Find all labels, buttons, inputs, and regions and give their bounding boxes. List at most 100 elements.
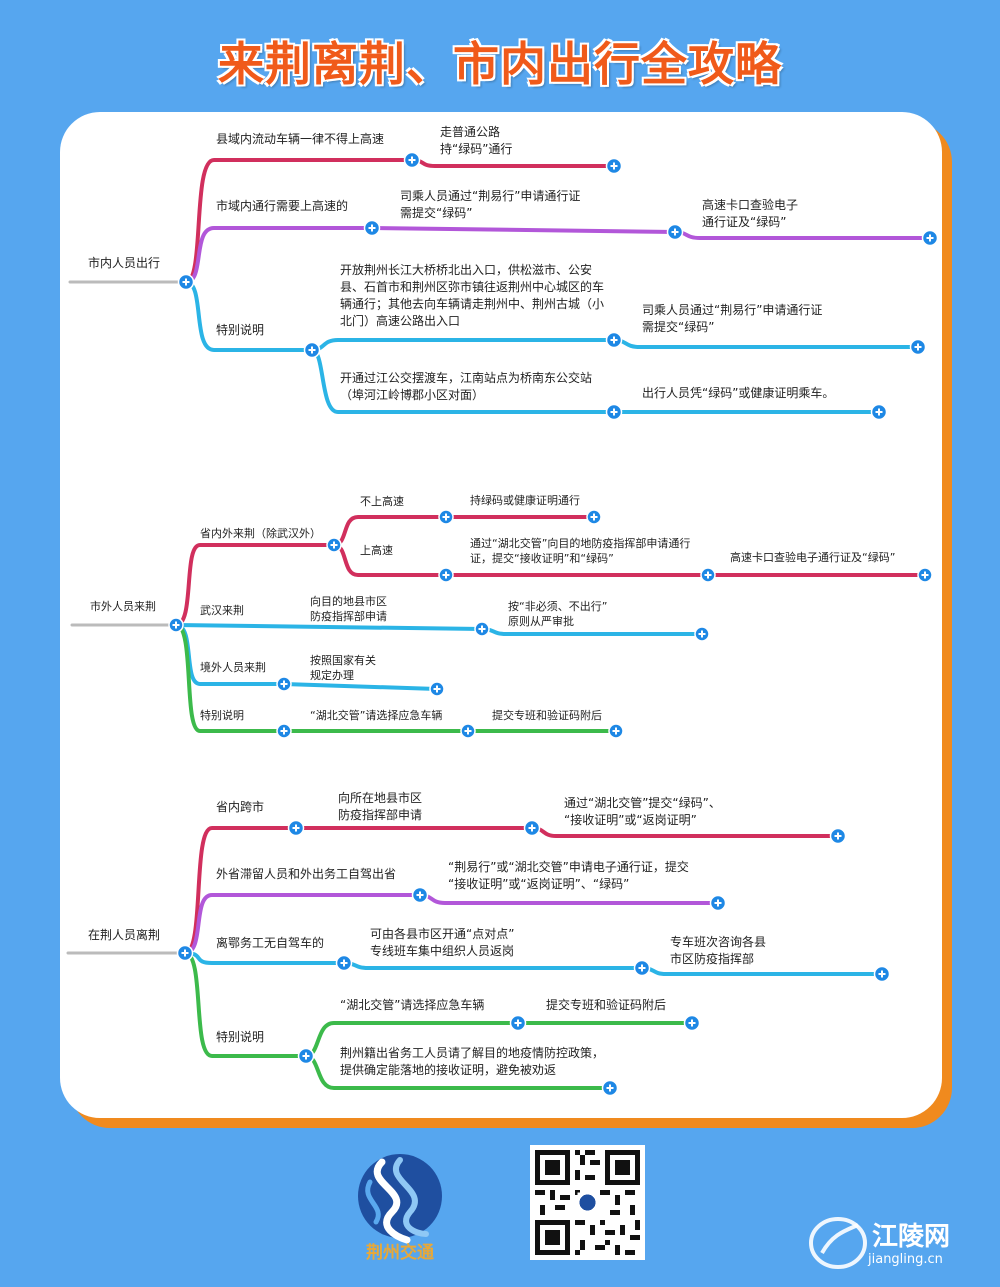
section2-branch1-sub1: 不上高速: [360, 495, 404, 508]
plus-node-icon: [297, 1047, 315, 1065]
plus-node-icon: [168, 617, 184, 633]
section2-branch1-sub2-note2: 高速卡口查验电子通行证及“绿码”: [730, 551, 896, 564]
section3-branch1-note1: 向所在地县市区 防疫指挥部申请: [338, 791, 423, 822]
plus-node-icon: [411, 886, 429, 904]
section2-branch4-note1: “湖北交管”请选择应急车辆: [310, 709, 443, 722]
plus-node-icon: [683, 1014, 701, 1032]
plus-node-icon: [921, 229, 939, 247]
branch-line: [174, 623, 484, 631]
section2-branch2-note1: 向目的地县市区 防疫指挥部申请: [310, 595, 387, 623]
section3-branch1-label: 省内跨市: [216, 800, 265, 814]
section3-branch3-note1: 可由各县市区开通“点对点” 专线班车集中组织人员返岗: [370, 927, 515, 958]
section1-root-label: 市内人员出行: [88, 256, 161, 270]
section2-branch1-sub2-note: 通过“湖北交管”向目的地防疫指挥部申请通行证，提交“接收证明”和“绿码”: [470, 537, 691, 565]
plus-node-icon: [287, 819, 305, 837]
branch-line: [332, 515, 448, 547]
plus-node-icon: [917, 567, 933, 583]
plus-node-icon: [276, 676, 292, 692]
plus-node-icon: [586, 509, 602, 525]
plus-node-icon: [335, 954, 353, 972]
section2-root-label: 市外人员来荆: [90, 600, 156, 613]
plus-node-icon: [326, 537, 342, 553]
jingzhou-transport-logo-icon: 荆州交通: [358, 1154, 442, 1263]
plus-node-icon: [829, 827, 847, 845]
plus-node-icon: [666, 223, 684, 241]
plus-node-icon: [605, 157, 623, 175]
node-dots: [168, 151, 939, 1097]
branch-line: [183, 826, 534, 955]
plus-node-icon: [709, 894, 727, 912]
section3-branch4-note2: 提交专班和验证码附后: [546, 998, 667, 1012]
branch-line: [184, 280, 314, 352]
section1-branch3-note2b: 出行人员凭“绿码”或健康证明乘车。: [642, 386, 835, 400]
section2-branch3-label: 境外人员来荆: [200, 661, 266, 674]
page-title: 来荆离荆、市内出行全攻略: [218, 37, 782, 91]
plus-node-icon: [474, 621, 490, 637]
plus-node-icon: [438, 509, 454, 525]
plus-node-icon: [694, 626, 710, 642]
branch-line: [640, 966, 884, 976]
section2-branch3-note: 按照国家有关 规定办理: [310, 654, 376, 682]
section2-branch1-sub1-note: 持绿码或健康证明通行: [470, 494, 580, 507]
branch-line: [342, 961, 644, 970]
branch-line: [370, 226, 677, 234]
watermark-name: 江陵网: [872, 1222, 951, 1252]
section2-branch2-note2: 按“非必须、不出行” 原则从严审批: [508, 600, 608, 628]
branch-line: [418, 893, 720, 905]
section3-branch3-note2: 专车班次咨询各县 市区防疫指挥部: [670, 935, 767, 966]
qr-code-icon: [530, 1145, 645, 1260]
section3-branch4-label: 特别说明: [216, 1030, 265, 1044]
plus-node-icon: [363, 219, 381, 237]
section1-branch2-note1: 司乘人员通过“荆易行”申请通行证 需提交“绿码”: [400, 189, 581, 220]
plus-node-icon: [176, 944, 194, 962]
plus-node-icon: [909, 338, 927, 356]
plus-node-icon: [608, 723, 624, 739]
section3-root-label: 在荆人员离荆: [88, 928, 161, 942]
branch-line: [183, 951, 346, 965]
plus-node-icon: [460, 723, 476, 739]
plus-node-icon: [605, 403, 623, 421]
section1-branch1-label: 县域内流动车辆一律不得上高速: [216, 132, 385, 146]
branch-line: [530, 826, 840, 838]
branch-line: [174, 623, 286, 686]
plus-node-icon: [605, 331, 623, 349]
section2-branches: [70, 515, 927, 733]
section3-branch2-label: 外省滞留人员和外出务工自驾出省: [216, 867, 397, 881]
plus-node-icon: [601, 1079, 619, 1097]
section3-branch4-note1: “湖北交管”请选择应急车辆: [340, 998, 485, 1012]
section3-branch4-note3: 荆州籍出省务工人员请了解目的地疫情防控政策，提供确定能落地的接收证明，避免被劝返: [340, 1046, 605, 1077]
branch-line: [480, 627, 704, 636]
section2-branch4-label: 特别说明: [200, 709, 244, 722]
plus-node-icon: [276, 723, 292, 739]
plus-node-icon: [509, 1014, 527, 1032]
branch-line: [310, 338, 616, 352]
jiangling-watermark-logo-icon: [809, 1217, 867, 1269]
branch-line: [673, 230, 932, 240]
section3-branch2-note: “荆易行”或“湖北交管”申请电子通行证，提交 “接收证明”或“返岗证明”、“绿码…: [448, 860, 689, 891]
plus-node-icon: [700, 567, 716, 583]
watermark-url: jiangling.cn: [868, 1252, 943, 1267]
section2-branch1-sub2: 上高速: [360, 544, 393, 557]
section1-branch3-note2: 开通过江公交摆渡车，江南站点为桥南东公交站（埠河江岭博郡小区对面）: [340, 371, 593, 402]
section1-branch3-note1b: 司乘人员通过“荆易行”申请通行证 需提交“绿码”: [642, 303, 823, 334]
branch-line: [410, 158, 616, 168]
section1-branch2-label: 市域内通行需要上高速的: [216, 199, 349, 213]
branch-line: [282, 682, 439, 691]
section3-branch3-label: 离鄂务工无自驾车的: [216, 936, 325, 950]
branch-line: [612, 338, 920, 349]
plus-node-icon: [177, 273, 195, 291]
section1-branch2-note2: 高速卡口查验电子 通行证及“绿码”: [702, 198, 799, 229]
plus-node-icon: [870, 403, 888, 421]
mindmap-card: [60, 112, 942, 1118]
plus-node-icon: [429, 681, 445, 697]
section3-branch1-note2: 通过“湖北交管”提交“绿码”、 “接收证明”或“返岗证明”: [564, 796, 721, 827]
plus-node-icon: [633, 959, 651, 977]
plus-node-icon: [303, 341, 321, 359]
plus-node-icon: [873, 965, 891, 983]
plus-node-icon: [438, 567, 454, 583]
logo-text: 荆州交通: [366, 1242, 434, 1263]
section1-branch3-label: 特别说明: [216, 323, 265, 337]
plus-node-icon: [403, 151, 421, 169]
section2-branch1-label: 省内外来荆（除武汉外）: [200, 527, 321, 540]
section2-branch4-note2: 提交专班和验证码附后: [492, 709, 602, 722]
